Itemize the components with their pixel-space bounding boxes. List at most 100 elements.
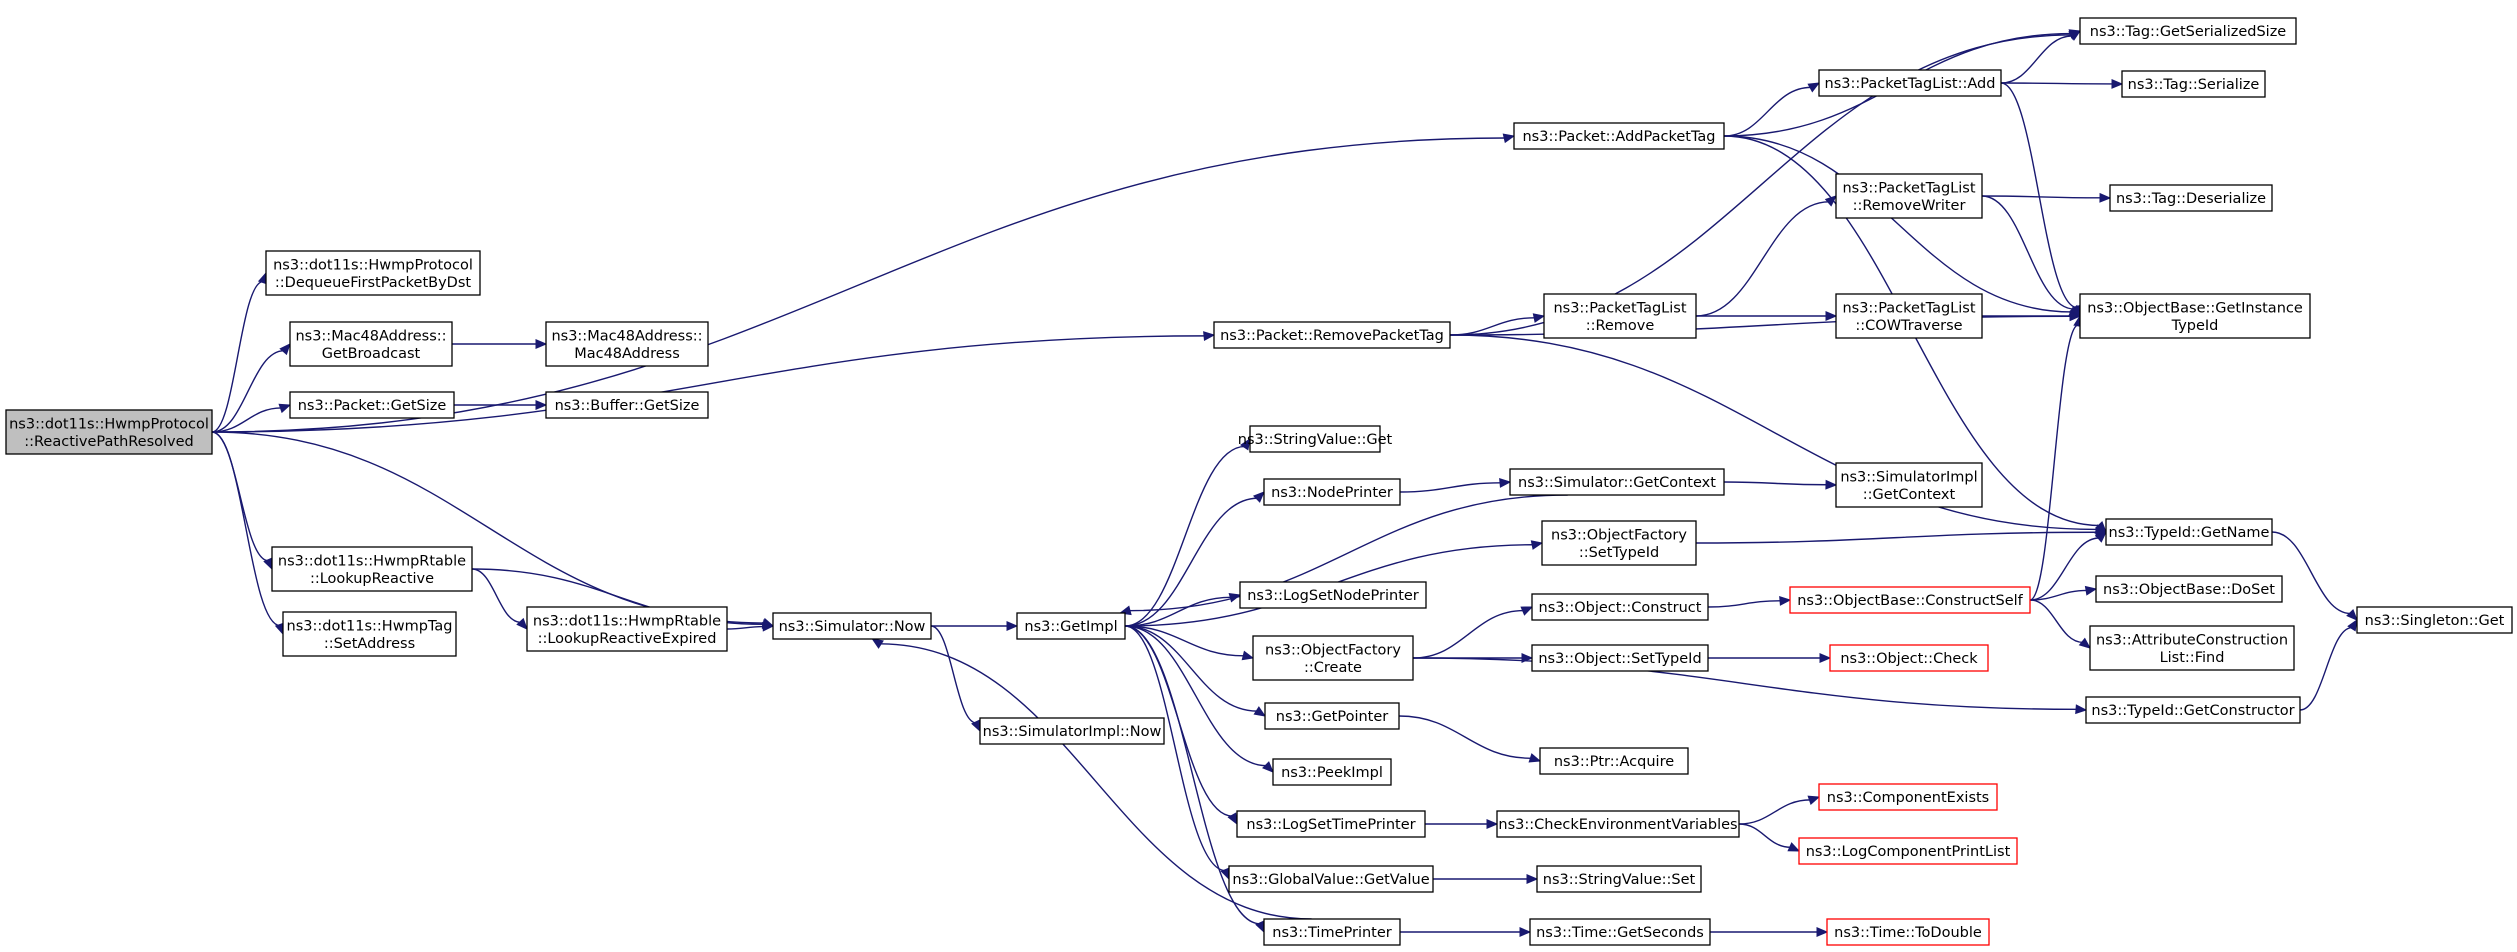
node-tagdeserialize-box [2109, 184, 2273, 212]
node-setaddress[interactable]: ns3::dot11s::HwmpTag::SetAddress [282, 611, 457, 657]
node-typeidgetname[interactable]: ns3::TypeId::GetName [2105, 518, 2273, 546]
node-singletonget[interactable]: ns3::Singleton::Get [2356, 606, 2513, 634]
node-timetodouble-box [1826, 918, 1990, 946]
arrowhead-timeprinter-to-timegetseconds [1519, 927, 1532, 937]
node-objcheck[interactable]: ns3::Object::Check [1829, 644, 1989, 672]
arrowhead-root-to-pktgetsize [278, 403, 292, 414]
node-getconstructor[interactable]: ns3::TypeId::GetConstructor [2085, 696, 2301, 724]
node-ptladd[interactable]: ns3::PacketTagList::Add [1818, 69, 2002, 97]
node-removepackettag-label-0: ns3::Packet::RemovePacketTag [1220, 328, 1444, 344]
node-tagserialize[interactable]: ns3::Tag::Serialize [2121, 70, 2266, 98]
node-logsettimeprinter-label-0: ns3::LogSetTimePrinter [1246, 817, 1415, 833]
node-ptracquire-label-0: ns3::Ptr::Acquire [1554, 754, 1674, 770]
edge-getpointer-to-ptracquire [1398, 715, 1532, 759]
node-mac48[interactable]: ns3::Mac48Address::Mac48Address [545, 321, 709, 367]
node-typeidgetname-label-0: ns3::TypeId::GetName [2109, 525, 2270, 541]
node-globalvaluegetvalue[interactable]: ns3::GlobalValue::GetValue [1228, 865, 1434, 893]
node-simimplnow[interactable]: ns3::SimulatorImpl::Now [979, 717, 1165, 745]
node-getbroadcast-label-0: ns3::Mac48Address:: [295, 328, 446, 344]
node-addpackettag-box [1513, 122, 1725, 150]
edge-addpackettag-to-getinstancetypeid [1723, 135, 2072, 313]
arrowhead-timegetseconds-to-timetodouble [1816, 927, 1829, 937]
node-lookupexpired-label-1: ::LookupReactiveExpired [538, 631, 717, 647]
node-removewriter-label-0: ns3::PacketTagList [1842, 180, 1975, 196]
node-bufgetsize[interactable]: ns3::Buffer::GetSize [545, 391, 709, 419]
edge-root-to-simnow [211, 431, 765, 624]
node-simnow[interactable]: ns3::Simulator::Now [772, 612, 932, 640]
node-checkenv-label-0: ns3::CheckEnvironmentVariables [1498, 817, 1737, 833]
node-getimpl-box [1016, 612, 1126, 640]
node-getbroadcast[interactable]: ns3::Mac48Address::GetBroadcast [289, 321, 453, 367]
node-logcomponentprintlist[interactable]: ns3::LogComponentPrintList [1798, 837, 2018, 865]
edge-ptlremove-to-removewriter [1695, 201, 1830, 317]
node-addpackettag-label-0: ns3::Packet::AddPacketTag [1522, 129, 1715, 145]
node-root-box [5, 409, 213, 455]
node-getbroadcast-label-1: GetBroadcast [322, 346, 421, 362]
node-stringvalueget-label-0: ns3::StringValue::Get [1238, 432, 1393, 448]
arrowhead-timeprinter-to-simnow [871, 638, 884, 649]
node-timetodouble[interactable]: ns3::Time::ToDouble [1826, 918, 1990, 946]
edge-checkenv-to-logcomponentprintlist [1738, 823, 1791, 849]
node-componentexists[interactable]: ns3::ComponentExists [1818, 783, 1998, 811]
node-logsetnodeprinter[interactable]: ns3::LogSetNodePrinter [1239, 581, 1427, 609]
arrowhead-getcontext-to-simimplgetcontext [1825, 479, 1838, 490]
node-peekimpl[interactable]: ns3::PeekImpl [1272, 758, 1392, 786]
node-nodeprinter[interactable]: ns3::NodePrinter [1263, 478, 1401, 506]
node-objfactorycreate[interactable]: ns3::ObjectFactory::Create [1252, 635, 1414, 681]
node-simnow-box [772, 612, 932, 640]
node-pktgetsize[interactable]: ns3::Packet::GetSize [289, 391, 455, 419]
node-simimplgetcontext-box [1835, 462, 1983, 508]
node-removewriter[interactable]: ns3::PacketTagList::RemoveWriter [1835, 173, 1983, 219]
arrowhead-getimpl-to-getpointer [1253, 706, 1267, 717]
node-getserializedsize[interactable]: ns3::Tag::GetSerializedSize [2079, 17, 2297, 45]
edge-root-to-lookupreactive [211, 431, 269, 562]
node-stringvalueset[interactable]: ns3::StringValue::Set [1536, 865, 1702, 893]
node-settypeid-label-0: ns3::ObjectFactory [1551, 527, 1687, 543]
arrowhead-getbroadcast-to-mac48 [535, 339, 548, 349]
node-getcontext[interactable]: ns3::Simulator::GetContext [1509, 468, 1725, 496]
node-lookupreactive[interactable]: ns3::dot11s::HwmpRtable::LookupReactive [271, 546, 473, 592]
node-constructself[interactable]: ns3::ObjectBase::ConstructSelf [1789, 586, 2031, 614]
node-doset[interactable]: ns3::ObjectBase::DoSet [2095, 575, 2283, 603]
node-removepackettag[interactable]: ns3::Packet::RemovePacketTag [1213, 321, 1451, 349]
node-dequeue[interactable]: ns3::dot11s::HwmpProtocol::DequeueFirstP… [265, 250, 481, 296]
node-tagdeserialize[interactable]: ns3::Tag::Deserialize [2109, 184, 2273, 212]
edge-lookupreactive-to-lookupexpired [471, 568, 522, 624]
node-getconstructor-box [2085, 696, 2301, 724]
node-ptracquire[interactable]: ns3::Ptr::Acquire [1539, 747, 1689, 775]
node-root[interactable]: ns3::dot11s::HwmpProtocol::ReactivePathR… [5, 409, 213, 455]
node-root-label-1: ::ReactivePathResolved [24, 434, 194, 450]
node-timeprinter[interactable]: ns3::TimePrinter [1263, 918, 1401, 946]
node-removewriter-box [1835, 173, 1983, 219]
node-ptlremove[interactable]: ns3::PacketTagList::Remove [1543, 293, 1697, 339]
edge-objfactorycreate-to-objconstruct [1412, 609, 1524, 659]
node-timegetseconds[interactable]: ns3::Time::GetSeconds [1529, 918, 1711, 946]
node-cowtraverse[interactable]: ns3::PacketTagList::COWTraverse [1835, 293, 1983, 339]
edge-removepackettag-to-typeidgetname [1449, 334, 2098, 531]
node-getimpl-label-0: ns3::GetImpl [1024, 619, 1117, 635]
node-checkenv[interactable]: ns3::CheckEnvironmentVariables [1496, 810, 1740, 838]
edge-checkenv-to-componentexists [1738, 799, 1811, 825]
node-logsettimeprinter[interactable]: ns3::LogSetTimePrinter [1236, 810, 1426, 838]
node-getimpl[interactable]: ns3::GetImpl [1016, 612, 1126, 640]
node-addpackettag[interactable]: ns3::Packet::AddPacketTag [1513, 122, 1725, 150]
node-lookupexpired[interactable]: ns3::dot11s::HwmpRtable::LookupReactiveE… [526, 606, 728, 652]
node-objconstruct[interactable]: ns3::Object::Construct [1531, 593, 1709, 621]
node-setaddress-box [282, 611, 457, 657]
edge-getcontext-to-simimplgetcontext [1723, 481, 1828, 486]
node-timetodouble-label-0: ns3::Time::ToDouble [1834, 925, 1982, 941]
node-stringvalueget[interactable]: ns3::StringValue::Get [1238, 425, 1393, 453]
node-settypeid[interactable]: ns3::ObjectFactory::SetTypeId [1541, 520, 1697, 566]
edge-objfactorycreate-to-getconstructor [1412, 657, 2078, 711]
node-simimplgetcontext-label-1: ::GetContext [1863, 487, 1956, 503]
node-getpointer[interactable]: ns3::GetPointer [1264, 702, 1400, 730]
node-lookupexpired-label-0: ns3::dot11s::HwmpRtable [533, 613, 721, 629]
node-nodeprinter-label-0: ns3::NodePrinter [1271, 485, 1393, 501]
node-simimplgetcontext-label-0: ns3::SimulatorImpl [1840, 469, 1977, 485]
node-objsettypeid[interactable]: ns3::Object::SetTypeId [1531, 644, 1709, 672]
node-typeidgetname-box [2105, 518, 2273, 546]
node-simimplgetcontext[interactable]: ns3::SimulatorImpl::GetContext [1835, 462, 1983, 508]
node-cowtraverse-label-0: ns3::PacketTagList [1842, 300, 1975, 316]
